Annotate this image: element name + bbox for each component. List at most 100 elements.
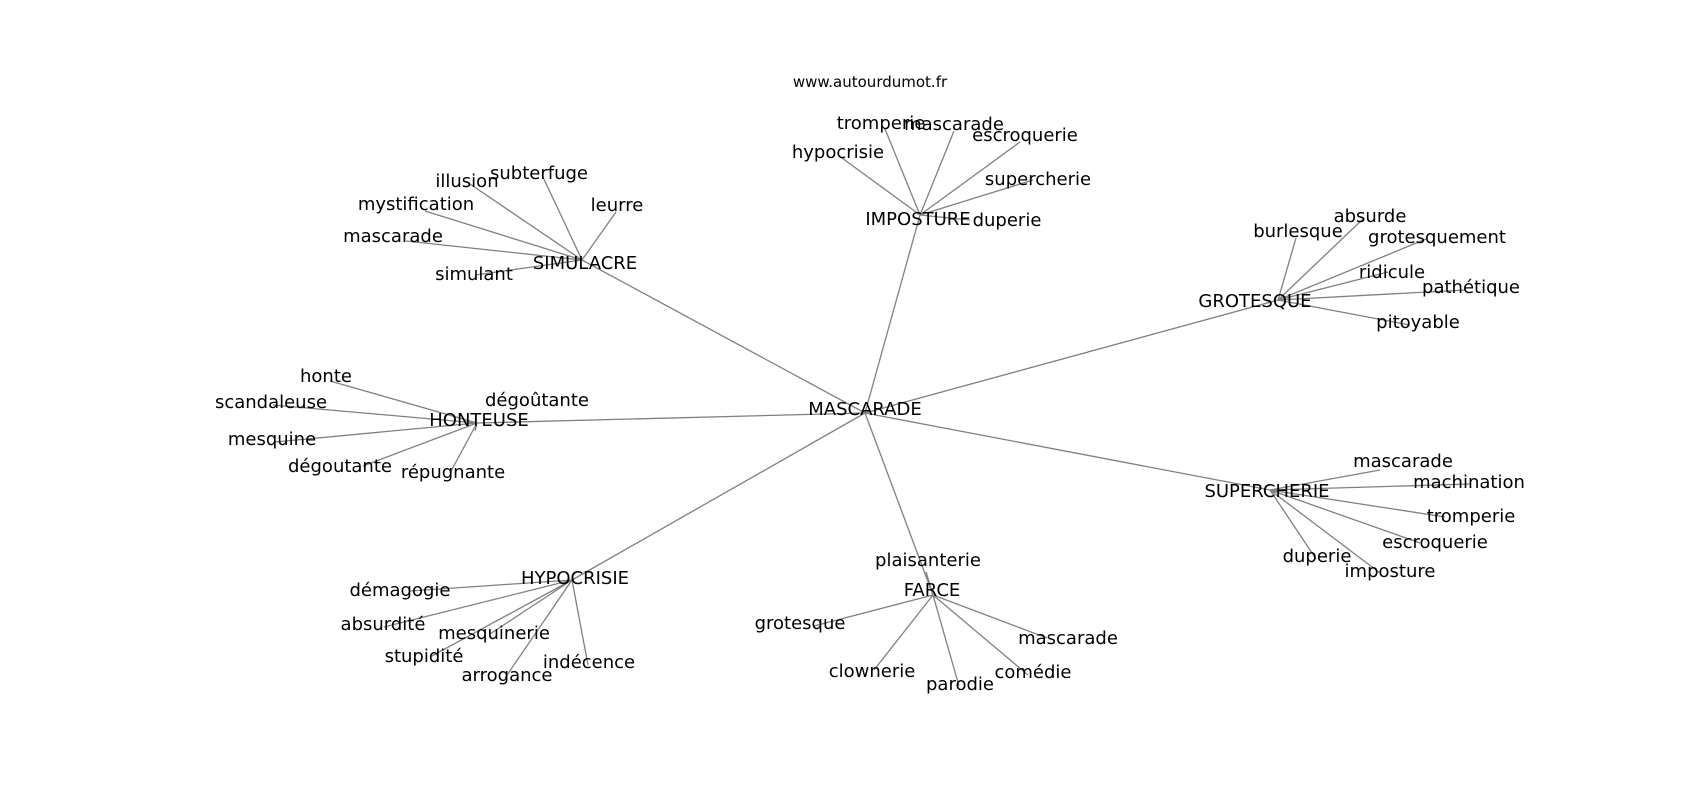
center-node-label: MASCARADE xyxy=(808,399,921,420)
edge-center-supercherie xyxy=(864,412,1271,491)
leaf-node-label: clownerie xyxy=(829,661,916,682)
leaf-node-label: grotesquement xyxy=(1368,227,1506,248)
edge-hypocrisie-word xyxy=(429,579,573,658)
hub-node-label: FARCE xyxy=(904,580,961,601)
leaf-node-label: plaisanterie xyxy=(875,550,981,571)
source-url: www.autourdumot.fr xyxy=(793,73,948,91)
leaf-node-label: machination xyxy=(1413,472,1525,493)
edge-honteuse-word xyxy=(362,422,478,467)
leaf-node-label: pitoyable xyxy=(1376,312,1460,333)
edge-grotesque-word xyxy=(1277,271,1389,301)
leaf-node-label: ridicule xyxy=(1359,262,1425,283)
leaf-node-label: escroquerie xyxy=(972,125,1078,146)
edge-honteuse-word xyxy=(274,422,478,443)
edge-grotesque-word xyxy=(1277,237,1297,301)
edge-grotesque-word xyxy=(1277,299,1411,326)
leaf-node-label: mascarade xyxy=(904,114,1004,135)
leaf-node-label: grotesque xyxy=(755,613,846,634)
leaf-node-label: pathétique xyxy=(1422,277,1520,298)
leaf-node-label: mystification xyxy=(358,194,474,215)
edge-imposture-word xyxy=(884,128,921,216)
graph-labels: www.autourdumot.fr MASCARADE IMPOSTURE tro… xyxy=(215,73,1525,695)
edge-simulacre-word xyxy=(405,240,583,261)
edge-center-farce xyxy=(864,412,934,596)
leaf-node-label: tromperie xyxy=(837,113,926,134)
leaf-node-label: absurde xyxy=(1334,206,1407,227)
edge-honteuse-word xyxy=(449,422,478,474)
edge-center-hypocrisie xyxy=(571,412,866,581)
edge-hypocrisie-word xyxy=(571,579,589,666)
edge-center-honteuse xyxy=(476,412,866,424)
edge-simulacre-word xyxy=(424,210,583,261)
leaf-node-label: subterfuge xyxy=(490,163,588,184)
edge-supercherie-word xyxy=(1269,489,1381,574)
hub-node-label: GROTESQUE xyxy=(1198,291,1311,312)
hub-node-label: HONTEUSE xyxy=(429,410,529,431)
hub-node-label: SUPERCHERIE xyxy=(1204,481,1329,502)
edge-grotesque-word xyxy=(1277,217,1365,301)
leaf-node-label: leurre xyxy=(591,195,644,216)
edge-imposture-word xyxy=(919,214,971,221)
leaf-node-label: démagogie xyxy=(349,580,450,601)
edge-supercherie-word xyxy=(1269,489,1446,518)
leaf-node-label: comédie xyxy=(994,662,1071,683)
edge-supercherie-word xyxy=(1269,469,1381,491)
leaf-node-label: absurdité xyxy=(341,614,426,635)
edge-simulacre-word xyxy=(474,259,583,276)
leaf-node-label: burlesque xyxy=(1253,221,1343,242)
hub-node-label: SIMULACRE xyxy=(533,253,637,274)
leaf-node-label: arrogance xyxy=(462,665,553,686)
edge-hypocrisie-word xyxy=(504,579,573,679)
edge-hypocrisie-word xyxy=(409,579,573,592)
leaf-node-label: mesquine xyxy=(228,429,316,450)
edge-honteuse-word xyxy=(272,404,478,424)
leaf-node-label: supercherie xyxy=(985,169,1091,190)
hub-node-label: IMPOSTURE xyxy=(865,209,970,230)
edge-hypocrisie-word xyxy=(383,579,573,628)
edge-simulacre-word xyxy=(581,211,617,261)
edge-simulacre-word xyxy=(541,174,583,261)
edge-imposture-word xyxy=(919,141,1021,216)
edge-honteuse-word xyxy=(329,380,478,424)
leaf-node-label: scandaleuse xyxy=(215,392,327,413)
edge-simulacre-word xyxy=(469,183,583,261)
edge-farce-word xyxy=(932,594,1048,639)
leaf-node-label: duperie xyxy=(1283,546,1352,567)
edge-supercherie-word xyxy=(1269,489,1421,544)
leaf-node-label: tromperie xyxy=(1427,506,1516,527)
graph-edges xyxy=(272,128,1471,687)
edge-imposture-word xyxy=(919,179,1034,216)
leaf-node-label: mascarade xyxy=(1018,628,1118,649)
edge-farce-word xyxy=(932,594,1029,676)
edge-farce-word xyxy=(873,594,934,671)
edge-farce-word xyxy=(932,594,960,687)
leaf-node-label: illusion xyxy=(435,171,498,192)
edge-farce-word xyxy=(813,594,934,627)
leaf-node-label: mesquinerie xyxy=(438,623,550,644)
edge-center-grotesque xyxy=(864,299,1279,414)
edge-hypocrisie-word xyxy=(489,579,573,635)
leaf-node-label: simulant xyxy=(435,264,513,285)
leaf-node-label: mascarade xyxy=(1353,451,1453,472)
edge-supercherie-word xyxy=(1269,489,1317,560)
hub-node-label: HYPOCRISIE xyxy=(521,568,629,589)
leaf-node-label: répugnante xyxy=(401,462,505,483)
leaf-node-label: hypocrisie xyxy=(792,142,884,163)
edge-center-simulacre xyxy=(581,259,866,414)
edge-grotesque-word xyxy=(1277,238,1427,301)
leaf-node-label: escroquerie xyxy=(1382,532,1488,553)
leaf-node-label: indécence xyxy=(543,652,635,673)
leaf-node-label: honte xyxy=(300,366,352,387)
edge-center-imposture xyxy=(864,214,921,414)
edge-imposture-word xyxy=(919,130,955,216)
edge-imposture-word xyxy=(841,157,921,216)
leaf-node-label: imposture xyxy=(1345,561,1436,582)
leaf-node-label: parodie xyxy=(926,674,994,695)
leaf-node-label: duperie xyxy=(973,210,1042,231)
leaf-node-label: mascarade xyxy=(343,226,443,247)
leaf-node-label: dégoûtante xyxy=(485,390,589,411)
leaf-node-label: stupidité xyxy=(385,646,464,667)
edge-supercherie-word xyxy=(1269,483,1471,491)
edge-farce-word xyxy=(925,571,934,596)
